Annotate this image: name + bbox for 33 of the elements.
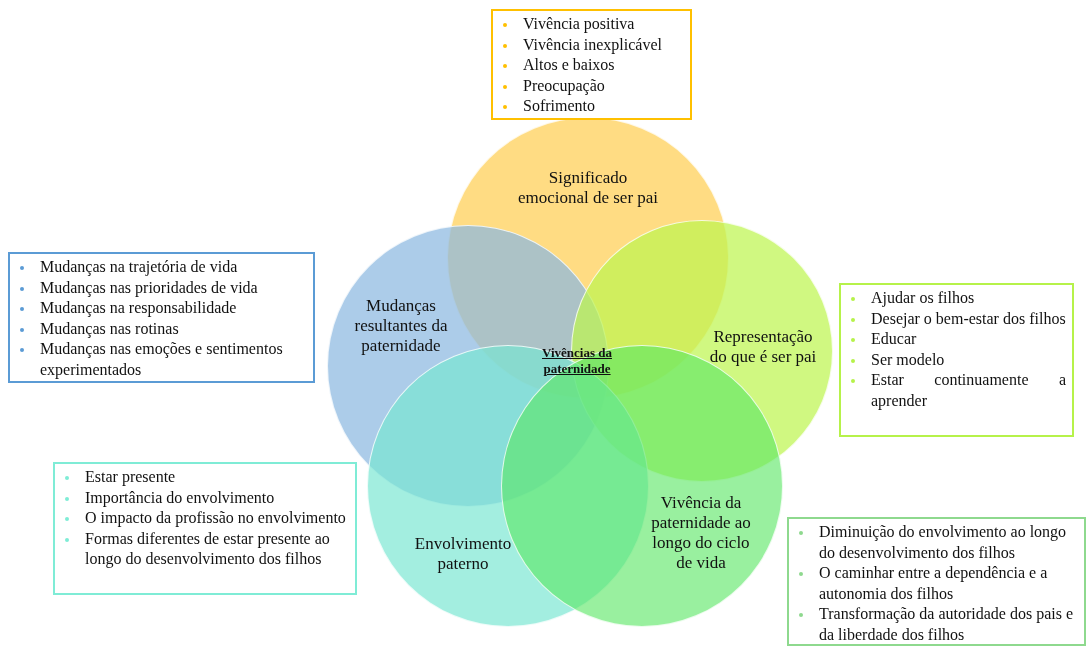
circle-label: Envolvimento paterno bbox=[413, 534, 513, 574]
bullet-list-box bbox=[53, 462, 357, 595]
bullet-item: Mudanças na trajetória de vida bbox=[40, 257, 239, 278]
bullet-item: Vivência positiva bbox=[523, 14, 636, 35]
bullet-item: Sofrimento bbox=[523, 96, 596, 116]
bullet-item: Diminuição do envolvimento ao longo do desenvolvimento dos filhos bbox=[819, 522, 1068, 563]
circle-label: Representação do que é ser pai bbox=[708, 327, 818, 367]
bullet-item: O impacto da profissão no envolvimento bbox=[85, 508, 347, 529]
bullet-item: Ser modelo bbox=[871, 349, 946, 370]
bullet-item: Mudanças nas emoções e sentimentos experimentados bbox=[40, 339, 284, 380]
bullet-item: Importância do envolvimento bbox=[85, 487, 276, 508]
circle-label: Significado emocional de ser pai bbox=[516, 168, 660, 208]
bullet-list-box bbox=[839, 283, 1074, 437]
bullet-item: Mudanças nas rotinas bbox=[40, 318, 180, 339]
bullet-list-box bbox=[491, 9, 692, 120]
circle-label: Vivência da paternidade ao longo do ciclo de vida bbox=[650, 493, 752, 573]
bullet-item: Formas diferentes de estar presente ao longo do desenvolvimento dos filhos bbox=[85, 528, 331, 570]
bullet-list-box bbox=[8, 252, 315, 383]
bullet-item: Vivência inexplicável bbox=[523, 34, 663, 55]
bullet-item: Desejar o bem-estar dos filhos bbox=[871, 308, 1066, 329]
bullet-item: Mudanças nas prioridades de vida bbox=[40, 277, 259, 298]
bullet-list-box bbox=[787, 517, 1086, 646]
bullet-item: Transformação da autoridade dos pais e da liberdade dos filhos bbox=[819, 604, 1074, 645]
bullet-item: Estar presente bbox=[85, 467, 177, 488]
bullet-item: Mudanças na responsabilidade bbox=[40, 298, 238, 319]
bullet-item: Estar continuamente a aprender bbox=[871, 370, 1066, 411]
bullet-item: O caminhar entre a dependência e a autonomia dos filhos bbox=[819, 563, 1049, 604]
bullet-item: Educar bbox=[871, 329, 918, 349]
bullet-item: Altos e baixos bbox=[523, 55, 616, 75]
central-label: Vivências da paternidade bbox=[541, 345, 613, 377]
circle-label: Mudanças resultantes da paternidade bbox=[353, 296, 449, 356]
bullet-item: Preocupação bbox=[523, 75, 606, 96]
bullet-item: Ajudar os filhos bbox=[871, 288, 976, 309]
